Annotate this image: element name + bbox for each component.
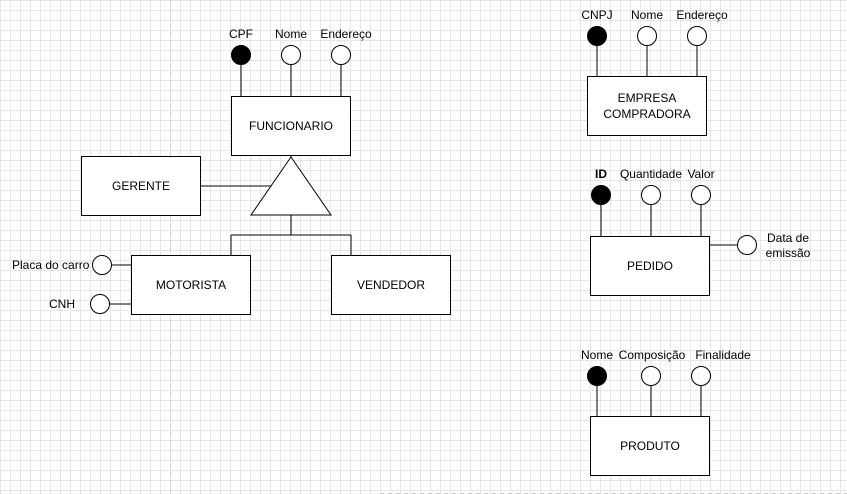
attribute-label-cnpj: CNPJ [581, 8, 613, 22]
attribute-finalidade[interactable] [691, 366, 711, 386]
attribute-label-valor: Valor [687, 167, 715, 181]
entity-empresa-compradora[interactable]: EMPRESA COMPRADORA [587, 76, 707, 136]
key-attribute-cpf[interactable] [231, 45, 251, 65]
attribute-nome[interactable] [281, 45, 301, 65]
entity-motorista[interactable]: MOTORISTA [131, 255, 251, 315]
attribute-label-quantidade: Quantidade [619, 167, 683, 181]
attribute-cnh[interactable] [90, 294, 110, 314]
attribute-label-composicao: Composição [618, 348, 686, 362]
specialization-triangle[interactable] [250, 156, 332, 216]
attribute-endereco[interactable] [331, 45, 351, 65]
attribute-label-finalidade: Finalidade [695, 348, 751, 362]
attribute-label-endereco: Endereço [320, 27, 372, 41]
entity-funcionario-label: FUNCIONARIO [249, 119, 333, 133]
entity-vendedor[interactable]: VENDEDOR [331, 255, 451, 315]
entity-motorista-label: MOTORISTA [155, 278, 227, 292]
entity-gerente-label: GERENTE [111, 179, 170, 193]
key-attribute-id[interactable] [591, 185, 611, 205]
key-attribute-produto-nome[interactable] [587, 366, 607, 386]
attribute-label-data-emissao: Data de emissão [765, 231, 811, 260]
attribute-label-produto-nome: Nome [580, 348, 614, 362]
attribute-label-nome: Nome [274, 27, 308, 41]
entity-vendedor-label: VENDEDOR [356, 278, 425, 292]
attribute-quantidade[interactable] [641, 185, 661, 205]
attribute-label-id: ID [595, 167, 607, 181]
key-attribute-cnpj[interactable] [587, 26, 607, 46]
attribute-valor[interactable] [691, 185, 711, 205]
attribute-empresa-endereco[interactable] [687, 26, 707, 46]
entity-pedido[interactable]: PEDIDO [590, 236, 710, 296]
entity-funcionario[interactable]: FUNCIONARIO [231, 96, 351, 156]
entity-empresa-compradora-label: EMPRESA COMPRADORA [603, 91, 691, 121]
attribute-label-cpf: CPF [229, 27, 253, 41]
attribute-label-empresa-nome: Nome [630, 8, 664, 22]
attribute-placa-do-carro[interactable] [92, 255, 112, 275]
attribute-empresa-nome[interactable] [637, 26, 657, 46]
entity-produto[interactable]: PRODUTO [590, 416, 710, 476]
entity-pedido-label: PEDIDO [626, 259, 673, 273]
entity-gerente[interactable]: GERENTE [81, 156, 201, 216]
attribute-label-empresa-endereco: Endereço [676, 8, 728, 22]
entity-produto-label: PRODUTO [620, 439, 680, 453]
attribute-label-cnh: CNH [49, 297, 75, 311]
attribute-label-placa-do-carro: Placa do carro [12, 258, 90, 272]
attribute-data-emissao[interactable] [737, 235, 757, 255]
attribute-composicao[interactable] [641, 366, 661, 386]
